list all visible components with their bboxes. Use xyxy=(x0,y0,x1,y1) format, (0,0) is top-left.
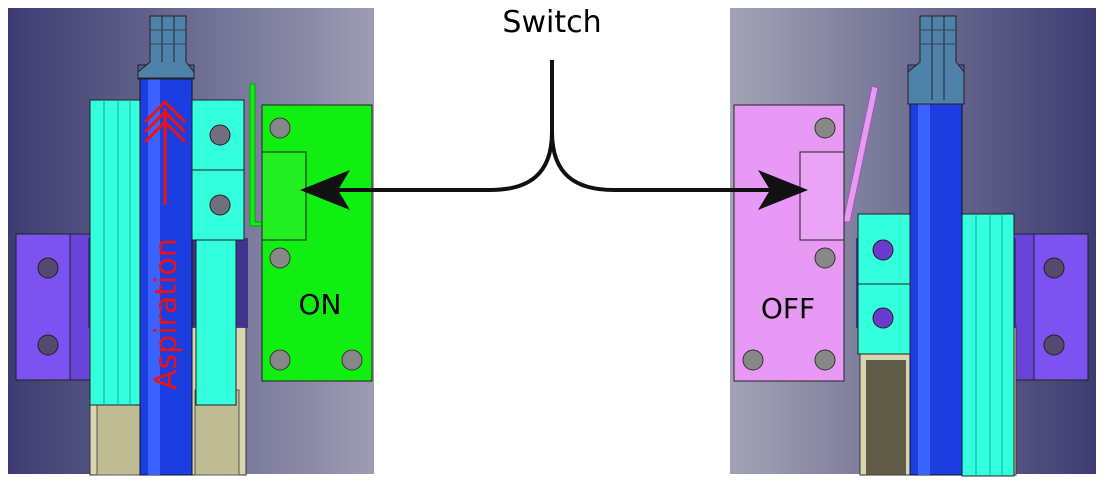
connector-line xyxy=(306,60,800,192)
tube-right xyxy=(907,15,965,476)
right-panel: OFF xyxy=(730,8,1096,477)
purple-bracket-right xyxy=(1013,233,1089,381)
purple-bracket-left xyxy=(15,233,91,381)
switch-on-body xyxy=(261,104,373,382)
label-aspiration: Aspiration xyxy=(149,238,184,390)
label-off: OFF xyxy=(761,292,815,325)
cyan-column-left xyxy=(89,99,141,406)
cyan-block-left xyxy=(191,99,245,406)
chevron-up-icon xyxy=(143,99,187,144)
cyan-column-right xyxy=(961,213,1015,477)
label-switch: Switch xyxy=(502,5,601,40)
cyan-block-right xyxy=(857,213,911,355)
label-on: ON xyxy=(299,288,342,321)
lever-off xyxy=(842,85,879,223)
aspiration-indicator: Aspiration xyxy=(143,99,187,390)
arrow-right-icon xyxy=(758,170,808,210)
arrow-left-icon xyxy=(300,170,350,210)
left-panel: ON Aspiration xyxy=(8,8,374,476)
switch-callout: Switch xyxy=(300,5,808,210)
switch-off-body xyxy=(733,104,845,382)
